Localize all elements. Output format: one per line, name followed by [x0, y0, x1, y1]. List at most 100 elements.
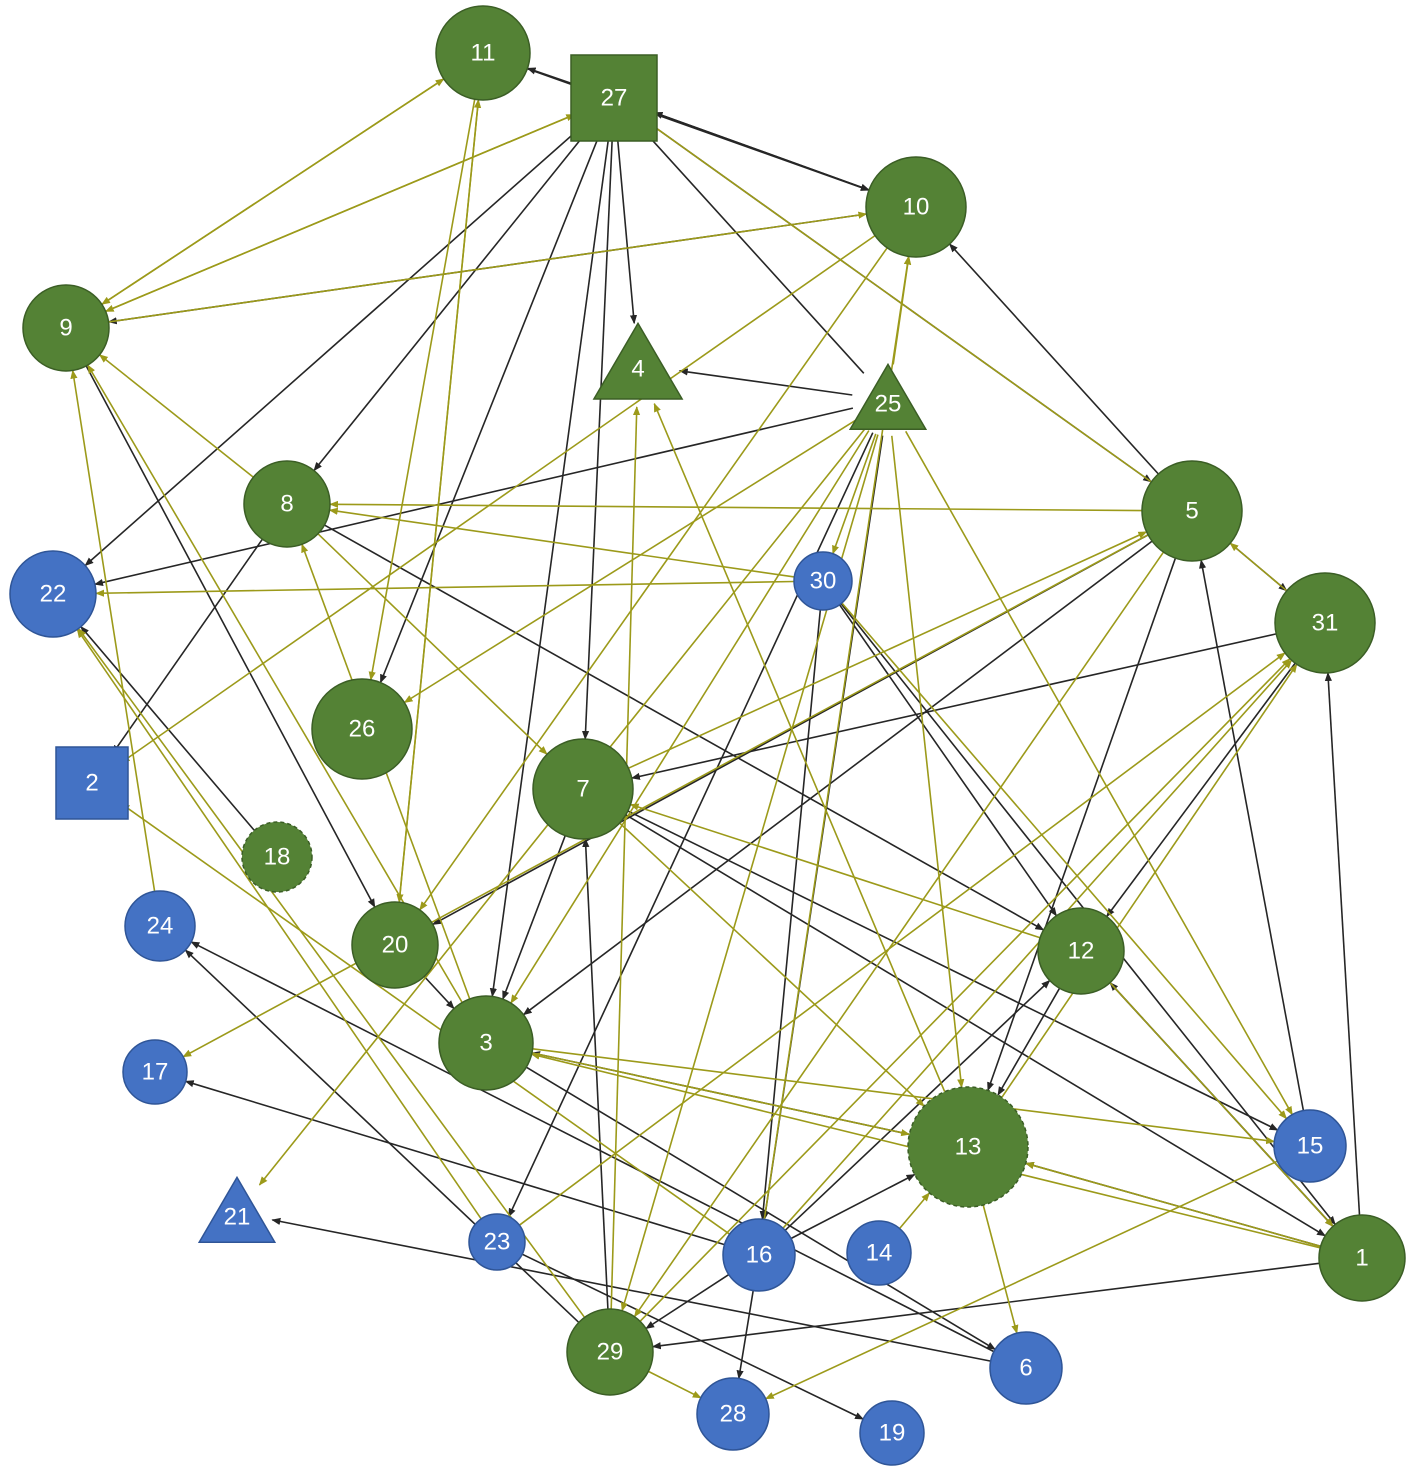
node-10[interactable]: 10 [865, 156, 967, 258]
node-6[interactable]: 6 [989, 1331, 1063, 1405]
edge-9-to-20 [85, 365, 376, 908]
node-20[interactable]: 20 [351, 901, 439, 989]
edge-10-to-27 [653, 111, 870, 191]
edge-23-to-22 [76, 628, 482, 1220]
node-28[interactable]: 28 [696, 1377, 770, 1451]
node-20-circle [351, 901, 439, 989]
node-16[interactable]: 16 [722, 1218, 796, 1292]
node-4[interactable]: 4 [592, 321, 684, 400]
node-30[interactable]: 30 [793, 551, 853, 611]
edge-16-to-13 [790, 1173, 916, 1240]
node-label-22: 22 [40, 581, 67, 608]
edge-5-to-17 [182, 534, 1149, 1058]
edge-5-to-3 [522, 540, 1153, 1016]
node-label-19: 19 [879, 1420, 906, 1447]
node-10-circle [865, 156, 967, 258]
node-label-18: 18 [264, 844, 291, 871]
edge-10-to-2 [120, 234, 876, 764]
edge-16-to-17 [184, 1080, 725, 1246]
edge-31-to-12 [1106, 662, 1296, 918]
edge-7-to-5 [628, 531, 1148, 769]
node-label-10: 10 [903, 194, 930, 221]
node-21-triangle [197, 1175, 277, 1243]
edge-25-to-4 [678, 368, 853, 396]
edge-1-to-31 [1324, 672, 1361, 1216]
edge-25-to-13 [891, 435, 965, 1089]
edge-layer [70, 67, 1361, 1420]
edge-5-to-8 [329, 500, 1143, 512]
node-4-triangle [592, 321, 684, 400]
edge-30-to-22 [95, 580, 795, 597]
node-27[interactable]: 27 [570, 54, 658, 142]
edge-9-to-10 [108, 211, 868, 323]
node-24[interactable]: 24 [124, 890, 196, 962]
node-13[interactable]: 13 [907, 1086, 1029, 1208]
node-31-circle [1274, 572, 1376, 674]
node-9[interactable]: 9 [22, 284, 110, 372]
edge-30-to-8 [328, 507, 795, 578]
edge-23-to-19 [521, 1253, 865, 1420]
edge-16-to-28 [736, 1290, 754, 1380]
node-23[interactable]: 23 [468, 1213, 526, 1271]
edge-14-to-13 [898, 1192, 931, 1230]
edge-25-to-27 [642, 129, 865, 374]
edge-6-to-24 [190, 941, 995, 1353]
node-14[interactable]: 14 [846, 1220, 912, 1286]
edge-25-to-26 [403, 418, 858, 704]
node-label-31: 31 [1312, 610, 1339, 637]
edge-25-to-3 [510, 430, 870, 1004]
node-5[interactable]: 5 [1141, 460, 1243, 562]
node-9-circle [22, 284, 110, 372]
node-11-circle [435, 5, 531, 101]
node-1[interactable]: 1 [1318, 1214, 1406, 1302]
node-label-13: 13 [955, 1134, 982, 1161]
node-label-4: 4 [631, 356, 644, 383]
node-layer: 1234567891011121314151617181920212223242… [9, 5, 1406, 1466]
node-8[interactable]: 8 [243, 460, 331, 548]
node-29[interactable]: 29 [566, 1308, 654, 1396]
node-17[interactable]: 17 [122, 1039, 188, 1105]
node-3-circle [438, 995, 534, 1091]
node-label-11: 11 [471, 40, 496, 67]
node-19[interactable]: 19 [859, 1400, 925, 1466]
node-label-2: 2 [85, 770, 98, 797]
node-label-8: 8 [280, 491, 293, 518]
edge-3-to-15 [532, 1048, 1276, 1145]
edge-13-to-4 [653, 402, 946, 1093]
node-27-square [570, 54, 658, 142]
node-2[interactable]: 2 [55, 746, 129, 820]
node-label-21: 21 [224, 1204, 251, 1231]
edge-8-to-2 [111, 538, 264, 755]
node-25[interactable]: 25 [848, 362, 928, 430]
edge-27-to-11 [526, 67, 574, 85]
edge-10-to-20 [419, 247, 888, 911]
node-28-circle [696, 1377, 770, 1451]
node-7[interactable]: 7 [532, 738, 634, 840]
node-22-circle [9, 550, 97, 638]
edge-6-to-21 [271, 1217, 991, 1362]
node-26[interactable]: 26 [311, 678, 413, 780]
node-11[interactable]: 11 [435, 5, 531, 101]
node-22[interactable]: 22 [9, 550, 97, 638]
node-14-circle [846, 1220, 912, 1286]
node-label-23: 23 [484, 1229, 511, 1256]
node-12[interactable]: 12 [1037, 907, 1125, 995]
edge-13-to-6 [982, 1204, 1019, 1335]
node-16-circle [722, 1218, 796, 1292]
edge-7-to-1 [625, 814, 1326, 1237]
edge-27-to-8 [313, 130, 588, 472]
node-label-14: 14 [866, 1240, 893, 1267]
edge-7-to-13 [619, 822, 925, 1107]
node-18[interactable]: 18 [241, 821, 313, 893]
node-21[interactable]: 21 [197, 1175, 277, 1243]
edge-5-to-13 [987, 557, 1177, 1092]
edge-27-to-22 [84, 125, 583, 567]
node-1-circle [1318, 1214, 1406, 1302]
node-3[interactable]: 3 [438, 995, 534, 1091]
node-31[interactable]: 31 [1274, 572, 1376, 674]
node-label-26: 26 [349, 716, 376, 743]
edge-7-to-15 [627, 810, 1279, 1131]
node-15[interactable]: 15 [1273, 1109, 1347, 1183]
node-24-circle [124, 890, 196, 962]
